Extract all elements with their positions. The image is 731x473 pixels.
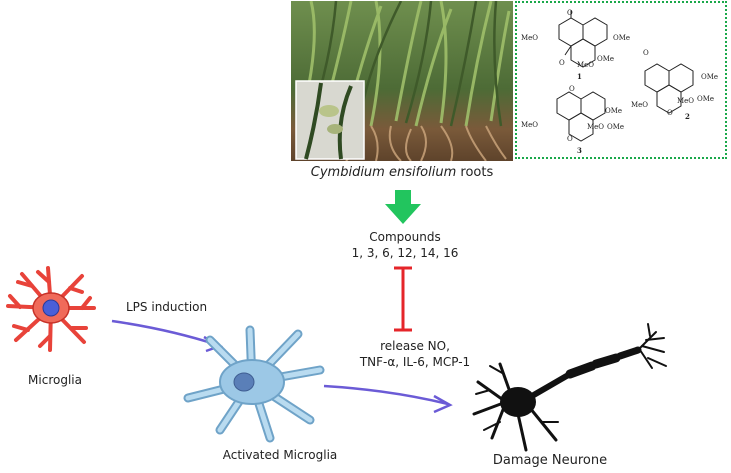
svg-text:1: 1	[577, 72, 582, 81]
compounds-title: Compounds	[369, 230, 441, 244]
svg-text:MeO: MeO	[521, 121, 538, 129]
plant-part: roots	[460, 165, 494, 180]
svg-text:OMe: OMe	[597, 55, 614, 63]
svg-text:MeO: MeO	[577, 61, 594, 69]
compounds-list: 1, 3, 6, 12, 14, 16	[351, 246, 459, 260]
flow-arrow-to-neurone	[323, 384, 453, 414]
chemical-structures-panel: O MeO OMe O MeO OMe 1 O OMe MeO O MeO OM…	[515, 1, 727, 159]
svg-text:OMe: OMe	[605, 107, 622, 115]
activated-microglia-cell	[183, 325, 325, 443]
green-down-arrow	[385, 190, 421, 224]
svg-text:MeO: MeO	[587, 123, 604, 131]
photo-caption: Cymbidium ensifolium roots	[291, 165, 513, 180]
svg-text:3: 3	[577, 146, 582, 155]
damage-neurone	[472, 323, 667, 452]
structure-1	[558, 10, 608, 68]
svg-text:MeO: MeO	[631, 101, 648, 109]
svg-text:MeO: MeO	[677, 97, 694, 105]
compounds-label: Compounds 1, 3, 6, 12, 14, 16	[340, 229, 470, 261]
svg-text:O: O	[567, 135, 573, 143]
svg-text:MeO: MeO	[521, 34, 538, 42]
svg-text:O: O	[567, 9, 573, 17]
plant-photo	[291, 1, 513, 161]
species-name: Cymbidium ensifolium	[310, 165, 457, 180]
svg-text:O: O	[569, 85, 575, 93]
microglia-cell	[6, 266, 96, 352]
structure-3	[556, 91, 606, 142]
inhibition-symbol	[394, 266, 412, 332]
structure-2	[644, 63, 694, 114]
svg-text:2: 2	[685, 112, 690, 121]
neurone-label: Damage Neurone	[492, 453, 608, 468]
svg-text:O: O	[559, 59, 565, 67]
svg-text:O: O	[667, 109, 673, 117]
microglia-label: Microglia	[28, 373, 82, 387]
activated-microglia-label: Activated Microglia	[222, 448, 338, 462]
svg-text:OMe: OMe	[613, 34, 630, 42]
svg-text:OMe: OMe	[701, 73, 718, 81]
svg-text:O: O	[643, 49, 649, 57]
release-label: release NO, TNF-α, IL-6, MCP-1	[359, 339, 471, 369]
lps-label: LPS induction	[126, 300, 208, 314]
svg-text:OMe: OMe	[607, 123, 624, 131]
svg-text:OMe: OMe	[697, 95, 714, 103]
